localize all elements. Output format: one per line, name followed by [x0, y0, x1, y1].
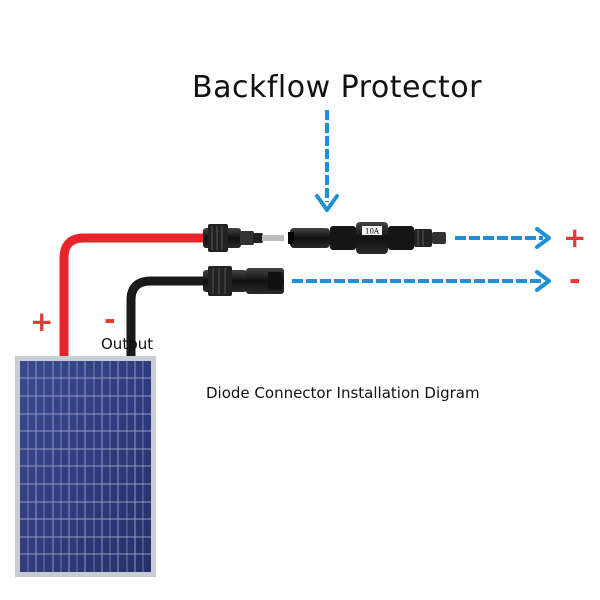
solar-panel-icon: [15, 356, 156, 577]
mc4-connector-icon: [203, 266, 284, 296]
diode-inline-icon: 10A: [288, 222, 446, 254]
negative-sign-output: -: [569, 263, 581, 296]
black-cable: [126, 276, 205, 358]
positive-sign-input: +: [30, 305, 54, 338]
mc4-connector-icon: [203, 224, 284, 252]
output-label: Output: [101, 335, 154, 353]
arrow-right-icon: [455, 227, 551, 249]
arrow-down-icon: [315, 110, 339, 212]
red-cable: [59, 233, 205, 358]
negative-sign-input: -: [104, 303, 116, 336]
diode-rating-label: 10A: [365, 228, 380, 236]
arrow-right-icon: [292, 270, 551, 292]
positive-sign-output: +: [563, 221, 587, 254]
diagram-title: Backflow Protector: [192, 70, 482, 105]
diagram-caption: Diode Connector Installation Digram: [206, 384, 480, 402]
